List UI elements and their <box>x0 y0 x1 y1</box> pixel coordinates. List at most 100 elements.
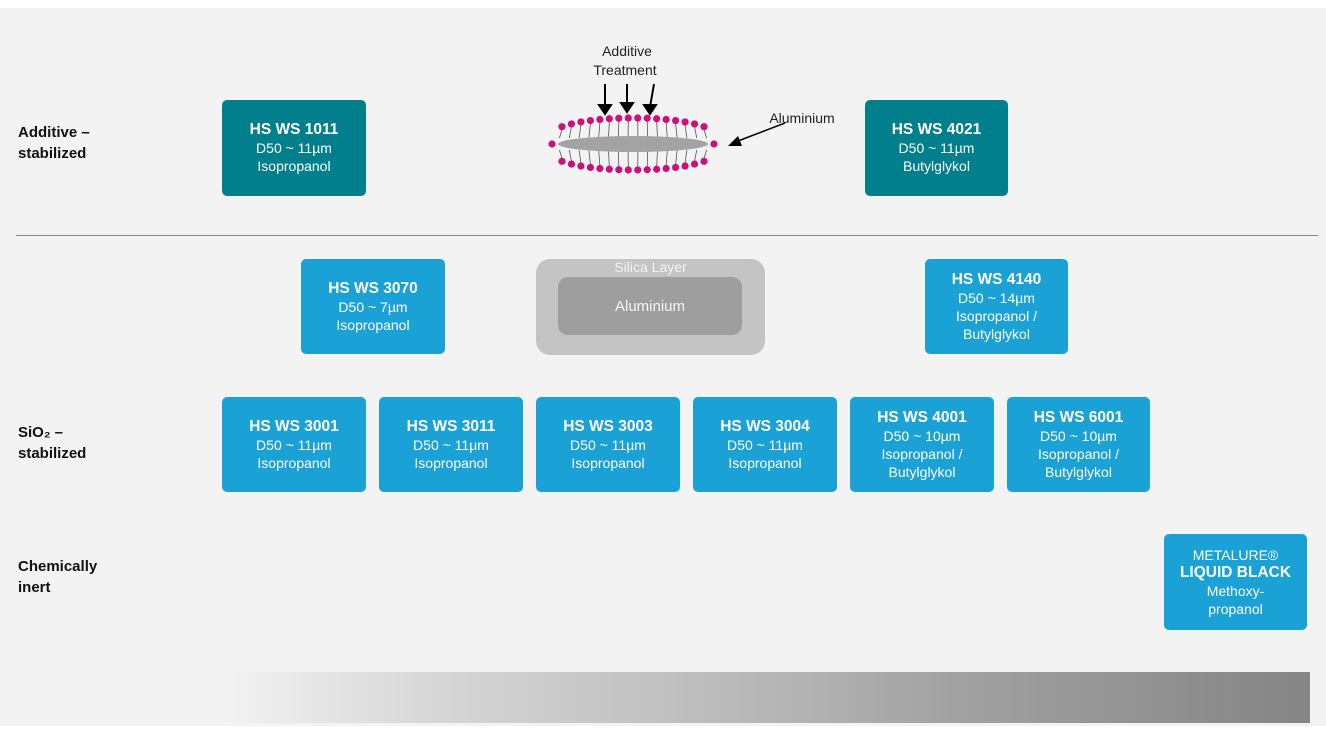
additive-molecule-head <box>624 166 632 174</box>
additive-molecule-head <box>624 114 632 122</box>
additive-molecule-head <box>653 115 661 123</box>
additive-molecule-tail <box>694 126 698 139</box>
additive-molecule-head <box>605 115 613 123</box>
additive-molecule-head <box>586 116 594 125</box>
additive-molecule-head <box>548 140 556 148</box>
product-card-hs-ws-4140[interactable]: HS WS 4140 D50 ~ 14µm Isopropanol / Buty… <box>925 259 1068 354</box>
additive-arrow-head <box>597 104 613 116</box>
product-card-metalure-liquid-black[interactable]: METALURE® LIQUID BLACK Methoxy- propanol <box>1164 534 1307 630</box>
product-solvent: Isopropanol <box>257 454 331 471</box>
product-brand: METALURE® <box>1192 547 1279 563</box>
additive-molecule-head <box>567 120 576 128</box>
diagram-canvas: Additive – stabilized SiO₂ – stabilized … <box>0 8 1326 726</box>
row-label-chemically-inert: Chemically inert <box>18 558 98 596</box>
product-solvent: Isopropanol <box>414 454 488 471</box>
additive-molecule-tail <box>703 149 707 159</box>
additive-molecule-tail <box>694 149 698 162</box>
product-card-hs-ws-3070[interactable]: HS WS 3070 D50 ~ 7µm Isopropanol <box>301 259 445 354</box>
aluminium-flake-core <box>558 136 708 152</box>
product-name: HS WS 3070 <box>328 279 418 297</box>
additive-molecule-head <box>672 163 680 172</box>
additive-molecule-tail <box>675 123 678 139</box>
additive-molecule-tail <box>598 149 601 166</box>
additive-molecule-tail <box>568 149 572 162</box>
product-card-hs-ws-3004[interactable]: HS WS 3004 D50 ~ 11µm Isopropanol <box>693 397 837 492</box>
additive-molecule-head <box>700 157 708 165</box>
row-label-sio2-stabilized: SiO₂ – stabilized <box>18 424 87 462</box>
additive-molecule-head <box>615 114 623 122</box>
additive-molecule-tail <box>598 122 601 139</box>
product-card-hs-ws-3001[interactable]: HS WS 3001 D50 ~ 11µm Isopropanol <box>222 397 366 492</box>
aluminium-pointer-arrowhead <box>728 136 742 146</box>
silica-aluminium-label: Aluminium <box>614 297 686 315</box>
additive-molecule-tail <box>684 149 688 164</box>
additive-molecule-tail <box>617 149 620 167</box>
additive-molecule-tail <box>665 149 668 166</box>
product-card-hs-ws-3011[interactable]: HS WS 3011 D50 ~ 11µm Isopropanol <box>379 397 523 492</box>
additive-molecule-tail <box>665 122 668 139</box>
additive-molecule-head <box>577 118 585 126</box>
product-particle-size: D50 ~ 11µm <box>570 436 646 453</box>
additive-molecule-head <box>558 123 566 131</box>
product-solvent: Isopropanol <box>257 158 331 174</box>
product-name: HS WS 4140 <box>951 270 1042 288</box>
additive-molecule-head <box>615 166 623 174</box>
additive-molecule-head <box>681 118 689 126</box>
additive-molecule-tail <box>646 121 649 139</box>
silica-layer-label: Silica Layer <box>614 259 687 275</box>
product-particle-size: D50 ~ 10µm <box>883 427 961 444</box>
product-particle-size: D50 ~ 11µm <box>256 140 332 156</box>
additive-molecule-head <box>643 114 651 122</box>
additive-molecule-tail <box>656 149 658 167</box>
additive-molecule-head <box>690 120 699 128</box>
product-solvent: Butylglykol <box>963 325 1030 342</box>
additive-molecule-tail <box>684 124 688 139</box>
additive-molecule-tail <box>588 149 591 165</box>
additive-molecule-head <box>558 157 566 165</box>
silica-layer-illustration: Silica Layer Aluminium <box>536 259 765 355</box>
product-solvent: Butylglykol <box>888 463 956 480</box>
product-name: HS WS 4001 <box>877 408 967 426</box>
additive-molecule-tail <box>675 149 678 165</box>
additive-molecule-head <box>577 162 585 170</box>
additive-molecule-head <box>634 114 642 122</box>
additive-molecule-tail <box>703 129 707 139</box>
product-solvent: propanol <box>1208 601 1263 617</box>
aluminium-label: Aluminium <box>769 110 834 126</box>
additive-molecule-head <box>700 123 708 131</box>
additive-molecule-tail <box>646 149 649 167</box>
additive-molecule-head <box>653 165 661 173</box>
product-card-hs-ws-6001[interactable]: HS WS 6001 D50 ~ 10µm Isopropanol / Buty… <box>1007 397 1150 492</box>
additive-molecule-head <box>672 116 680 125</box>
additive-molecule-tail <box>608 149 610 167</box>
additive-molecule-head <box>586 163 594 172</box>
stability-gradient-bar <box>220 672 1310 723</box>
additive-molecule-head <box>710 140 718 148</box>
product-card-hs-ws-3003[interactable]: HS WS 3003 D50 ~ 11µm Isopropanol <box>536 397 680 492</box>
product-card-hs-ws-4021[interactable]: HS WS 4021 D50 ~ 11µm Butylglykol <box>865 100 1008 196</box>
row-label-additive-stabilized: Additive – stabilized <box>18 124 90 162</box>
product-solvent: Isopropanol / <box>956 307 1037 324</box>
additive-arrows <box>597 83 658 116</box>
product-particle-size: D50 ~ 14µm <box>958 289 1035 306</box>
additive-molecule-tail <box>608 121 610 139</box>
additive-molecule-tail <box>656 121 658 139</box>
additive-molecule-head <box>681 162 689 170</box>
additive-molecule-layer <box>548 114 718 174</box>
additive-molecule-tail <box>578 149 582 164</box>
additive-molecule-head <box>662 115 670 124</box>
product-particle-size: D50 ~ 11µm <box>413 436 489 453</box>
additive-molecule-head <box>605 165 613 173</box>
silica-aluminium-core: Aluminium <box>558 277 742 335</box>
product-name: HS WS 3001 <box>249 417 339 435</box>
product-card-hs-ws-1011[interactable]: HS WS 1011 D50 ~ 11µm Isopropanol <box>222 100 366 196</box>
additive-molecule-head <box>596 164 604 173</box>
additive-treated-flake-illustration: Additive Treatment Aluminium <box>548 43 835 174</box>
product-particle-size: D50 ~ 10µm <box>1040 427 1117 444</box>
product-solvent: Isopropanol <box>336 316 410 333</box>
product-solvent: Isopropanol <box>571 454 645 471</box>
additive-molecule-head <box>596 115 604 124</box>
product-solvent: Isopropanol / <box>881 445 963 462</box>
product-card-hs-ws-4001[interactable]: HS WS 4001 D50 ~ 10µm Isopropanol / Buty… <box>850 397 994 492</box>
product-name: HS WS 4021 <box>891 121 982 138</box>
